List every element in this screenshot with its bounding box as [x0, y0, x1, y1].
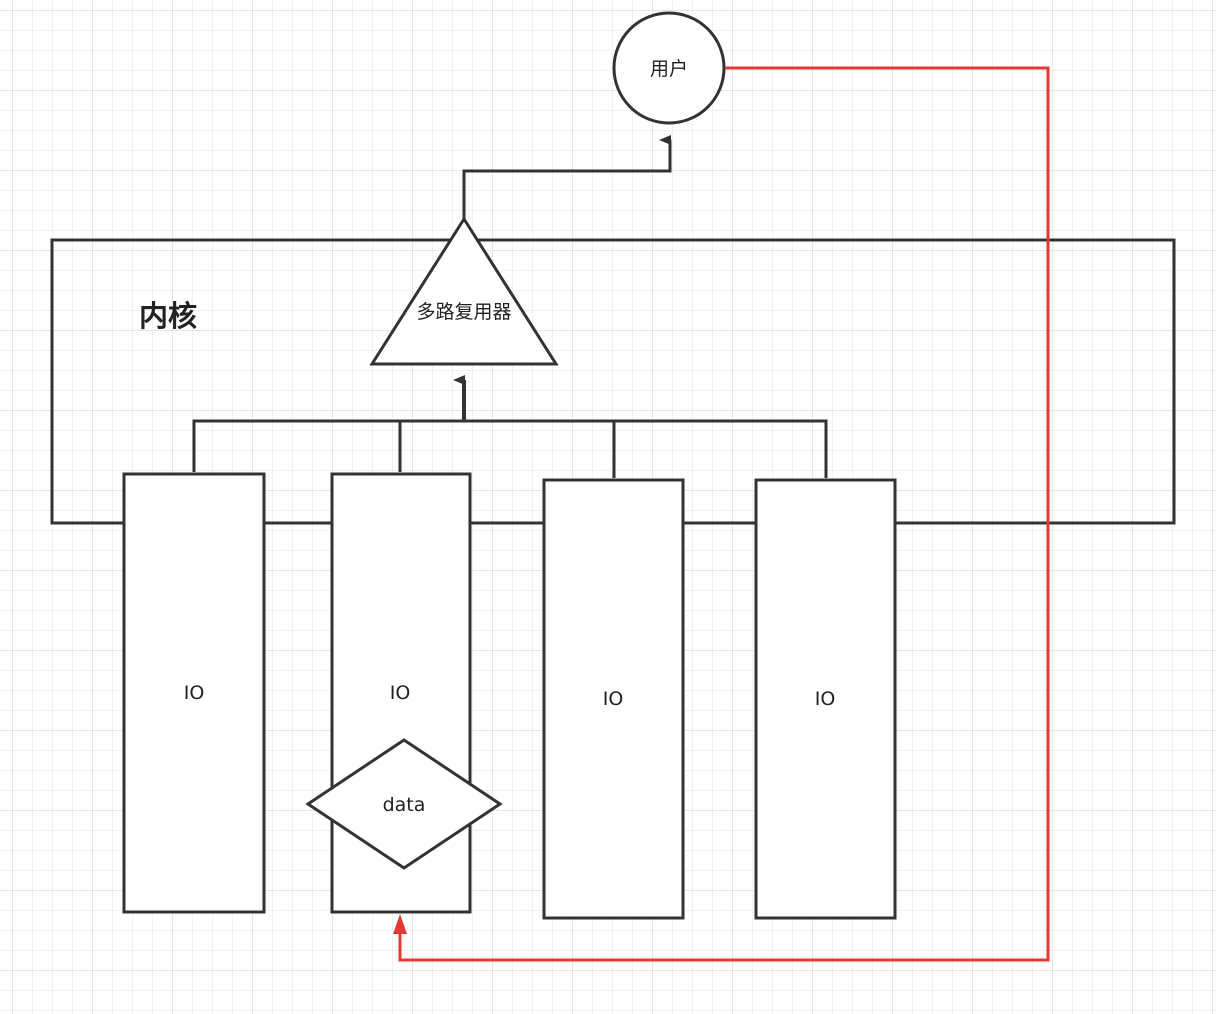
io-box-3[interactable]	[542, 478, 685, 920]
user-node[interactable]	[612, 11, 726, 125]
user-label: 用户	[650, 58, 688, 80]
io-box-4[interactable]	[754, 478, 897, 920]
multiplexer-label: 多路复用器	[416, 301, 511, 323]
io-label-1: IO	[184, 682, 205, 704]
multiplexer-triangle[interactable]	[369, 216, 559, 366]
io-label-2: IO	[390, 682, 411, 704]
kernel-label: 内核	[139, 299, 197, 333]
user-to-io-return-arrowhead	[393, 914, 407, 934]
multiplexer-to-user-arrow	[462, 135, 672, 219]
io-label-4: IO	[815, 688, 836, 710]
data-diamond[interactable]	[305, 738, 503, 870]
io-box-1[interactable]	[122, 472, 266, 914]
data-label: data	[383, 794, 426, 816]
io-label-3: IO	[603, 688, 624, 710]
user-to-io-return-line	[398, 66, 1050, 962]
io-bus-connector	[192, 419, 828, 478]
